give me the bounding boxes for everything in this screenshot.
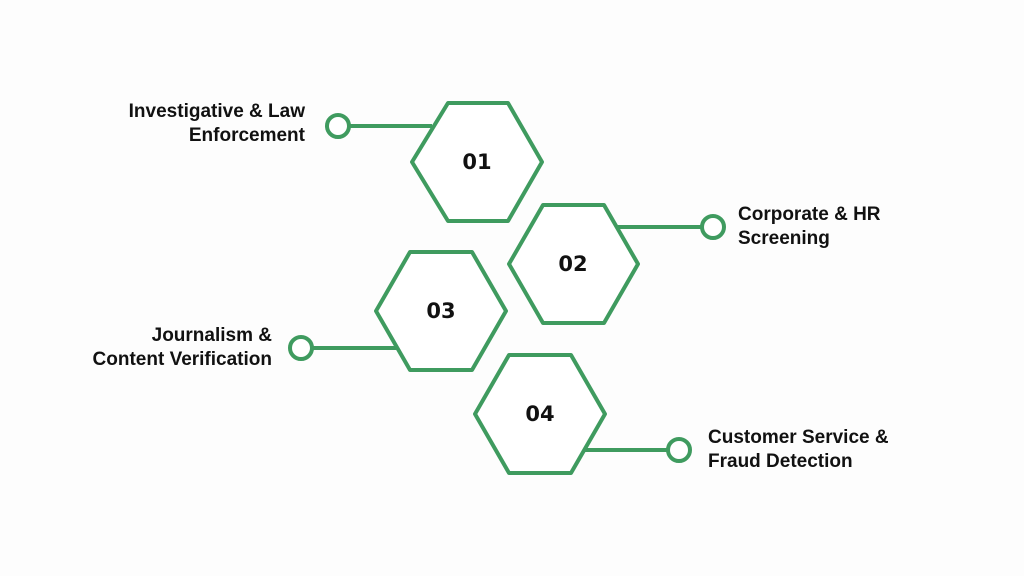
step-label-01-line1: Investigative & Law [128,101,305,122]
step-label-03-line1: Journalism & [151,325,272,346]
step-number-04: 04 [525,402,554,426]
step-number-01: 01 [462,150,491,174]
step-02: 02 [507,203,726,325]
step-label-03-line2: Content Verification [92,349,272,370]
step-label-04-line1: Customer Service & [708,427,889,448]
step-label-01: Investigative & Law Enforcement [129,100,305,148]
connector-node-04 [666,437,692,463]
hexagon-04 [473,353,607,475]
step-label-04-line2: Fraud Detection [708,451,853,472]
step-label-02: Corporate & HR Screening [738,203,881,251]
step-label-02-line2: Screening [738,228,830,249]
step-label-02-line1: Corporate & HR [738,204,881,225]
step-label-03: Journalism & Content Verification [93,324,272,372]
hexagon-01 [410,101,544,223]
connector-node-03 [288,335,314,361]
step-04: 04 [473,353,692,475]
connector-node-02 [700,214,726,240]
hexagon-03 [374,250,508,372]
step-03: 03 [288,250,508,372]
step-label-04: Customer Service & Fraud Detection [708,426,889,474]
step-label-01-line2: Enforcement [188,125,305,146]
hexagon-02 [507,203,640,325]
connector-node-01 [325,113,351,139]
step-01: 01 [325,101,544,223]
step-number-03: 03 [426,299,455,323]
step-number-02: 02 [558,252,587,276]
